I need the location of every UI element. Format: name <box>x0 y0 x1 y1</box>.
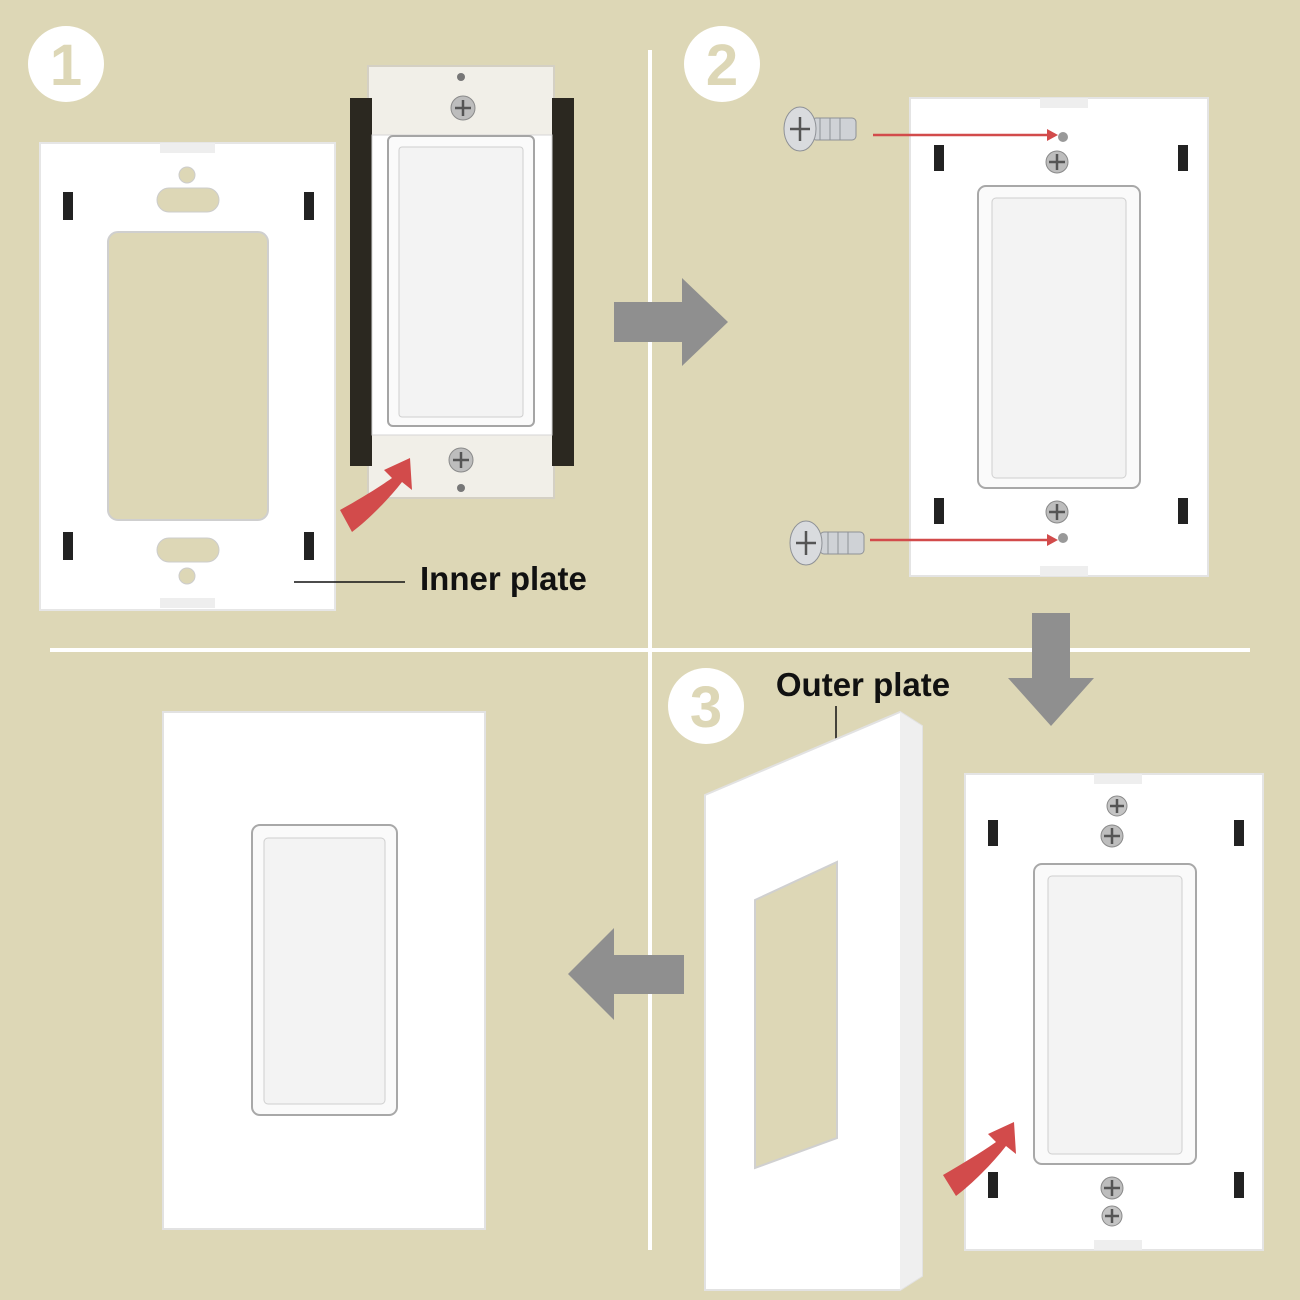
rocker-paddle <box>398 146 524 418</box>
plate-tab <box>1094 774 1142 784</box>
clip-slot <box>1234 820 1244 846</box>
clip-slot <box>63 192 73 220</box>
clip-slot <box>304 532 314 560</box>
rocker-paddle <box>1047 875 1183 1155</box>
outer-plate <box>704 710 923 1291</box>
rocker-paddle <box>991 197 1127 479</box>
screw-icon <box>450 95 476 121</box>
assembled-switch-step-3 <box>964 773 1264 1251</box>
step-number: 2 <box>706 33 738 98</box>
insert-arrow <box>870 534 1058 546</box>
outer-plate-opening <box>754 860 838 1170</box>
clip-slot <box>988 1172 998 1198</box>
screw-hole <box>1058 533 1068 543</box>
step-1-badge: 1 <box>28 26 104 102</box>
outer-plate-callout: Outer plate <box>776 666 950 776</box>
plate-tab <box>160 598 215 608</box>
plate-tab <box>1094 1240 1142 1250</box>
flow-arrow-icon <box>568 928 684 1020</box>
plate-tab <box>160 143 215 153</box>
screw-icon <box>1101 1205 1123 1227</box>
switch-device <box>350 65 574 499</box>
mounting-slot <box>156 537 220 563</box>
step-badge-circle <box>28 26 104 102</box>
step-3-badge: 3 <box>668 668 744 744</box>
clip-slot <box>934 498 944 524</box>
plate-tab <box>1040 566 1088 576</box>
insert-arrow <box>873 129 1058 141</box>
step-badge-circle <box>668 668 744 744</box>
screw-icon <box>448 447 474 473</box>
step-badge-circle <box>684 26 760 102</box>
mounting-slot <box>156 187 220 213</box>
inner-plate <box>39 142 336 611</box>
screw-icon <box>1106 795 1128 817</box>
step-2-badge: 2 <box>684 26 760 102</box>
clip-slot <box>1234 1172 1244 1198</box>
step-number: 1 <box>50 33 82 98</box>
strap-hole <box>457 73 465 81</box>
screw-icon <box>783 106 857 152</box>
clip-slot <box>934 145 944 171</box>
finished-switch <box>162 711 486 1230</box>
clip-slot <box>63 532 73 560</box>
outer-plate-label: Outer plate <box>776 666 950 703</box>
rotate-arrow-icon <box>340 458 412 532</box>
flow-arrow-icon <box>1008 613 1094 726</box>
plate-tab <box>1040 98 1088 108</box>
strap-hole <box>457 484 465 492</box>
inner-plate-callout: Inner plate <box>294 560 587 597</box>
inner-plate-opening <box>107 231 269 521</box>
screw-icon <box>1045 150 1069 174</box>
screw-icon <box>1100 824 1124 848</box>
rocker-paddle <box>263 837 386 1105</box>
screw-icon <box>789 520 865 566</box>
screw-hole <box>178 166 196 184</box>
step-number: 3 <box>690 675 722 740</box>
switch-body-side <box>552 98 574 466</box>
flow-arrow-icon <box>614 278 728 366</box>
rotate-arrow-icon <box>943 1122 1016 1196</box>
screw-hole <box>1058 132 1068 142</box>
outer-plate-edge <box>900 712 922 1290</box>
assembled-switch-step-2 <box>909 97 1209 577</box>
switch-body-side <box>350 98 372 466</box>
inner-plate-label: Inner plate <box>420 560 587 597</box>
clip-slot <box>1178 145 1188 171</box>
screw-icon <box>1045 500 1069 524</box>
clip-slot <box>304 192 314 220</box>
clip-slot <box>1178 498 1188 524</box>
screw-icon <box>1100 1176 1124 1200</box>
clip-slot <box>988 820 998 846</box>
screw-hole <box>178 567 196 585</box>
